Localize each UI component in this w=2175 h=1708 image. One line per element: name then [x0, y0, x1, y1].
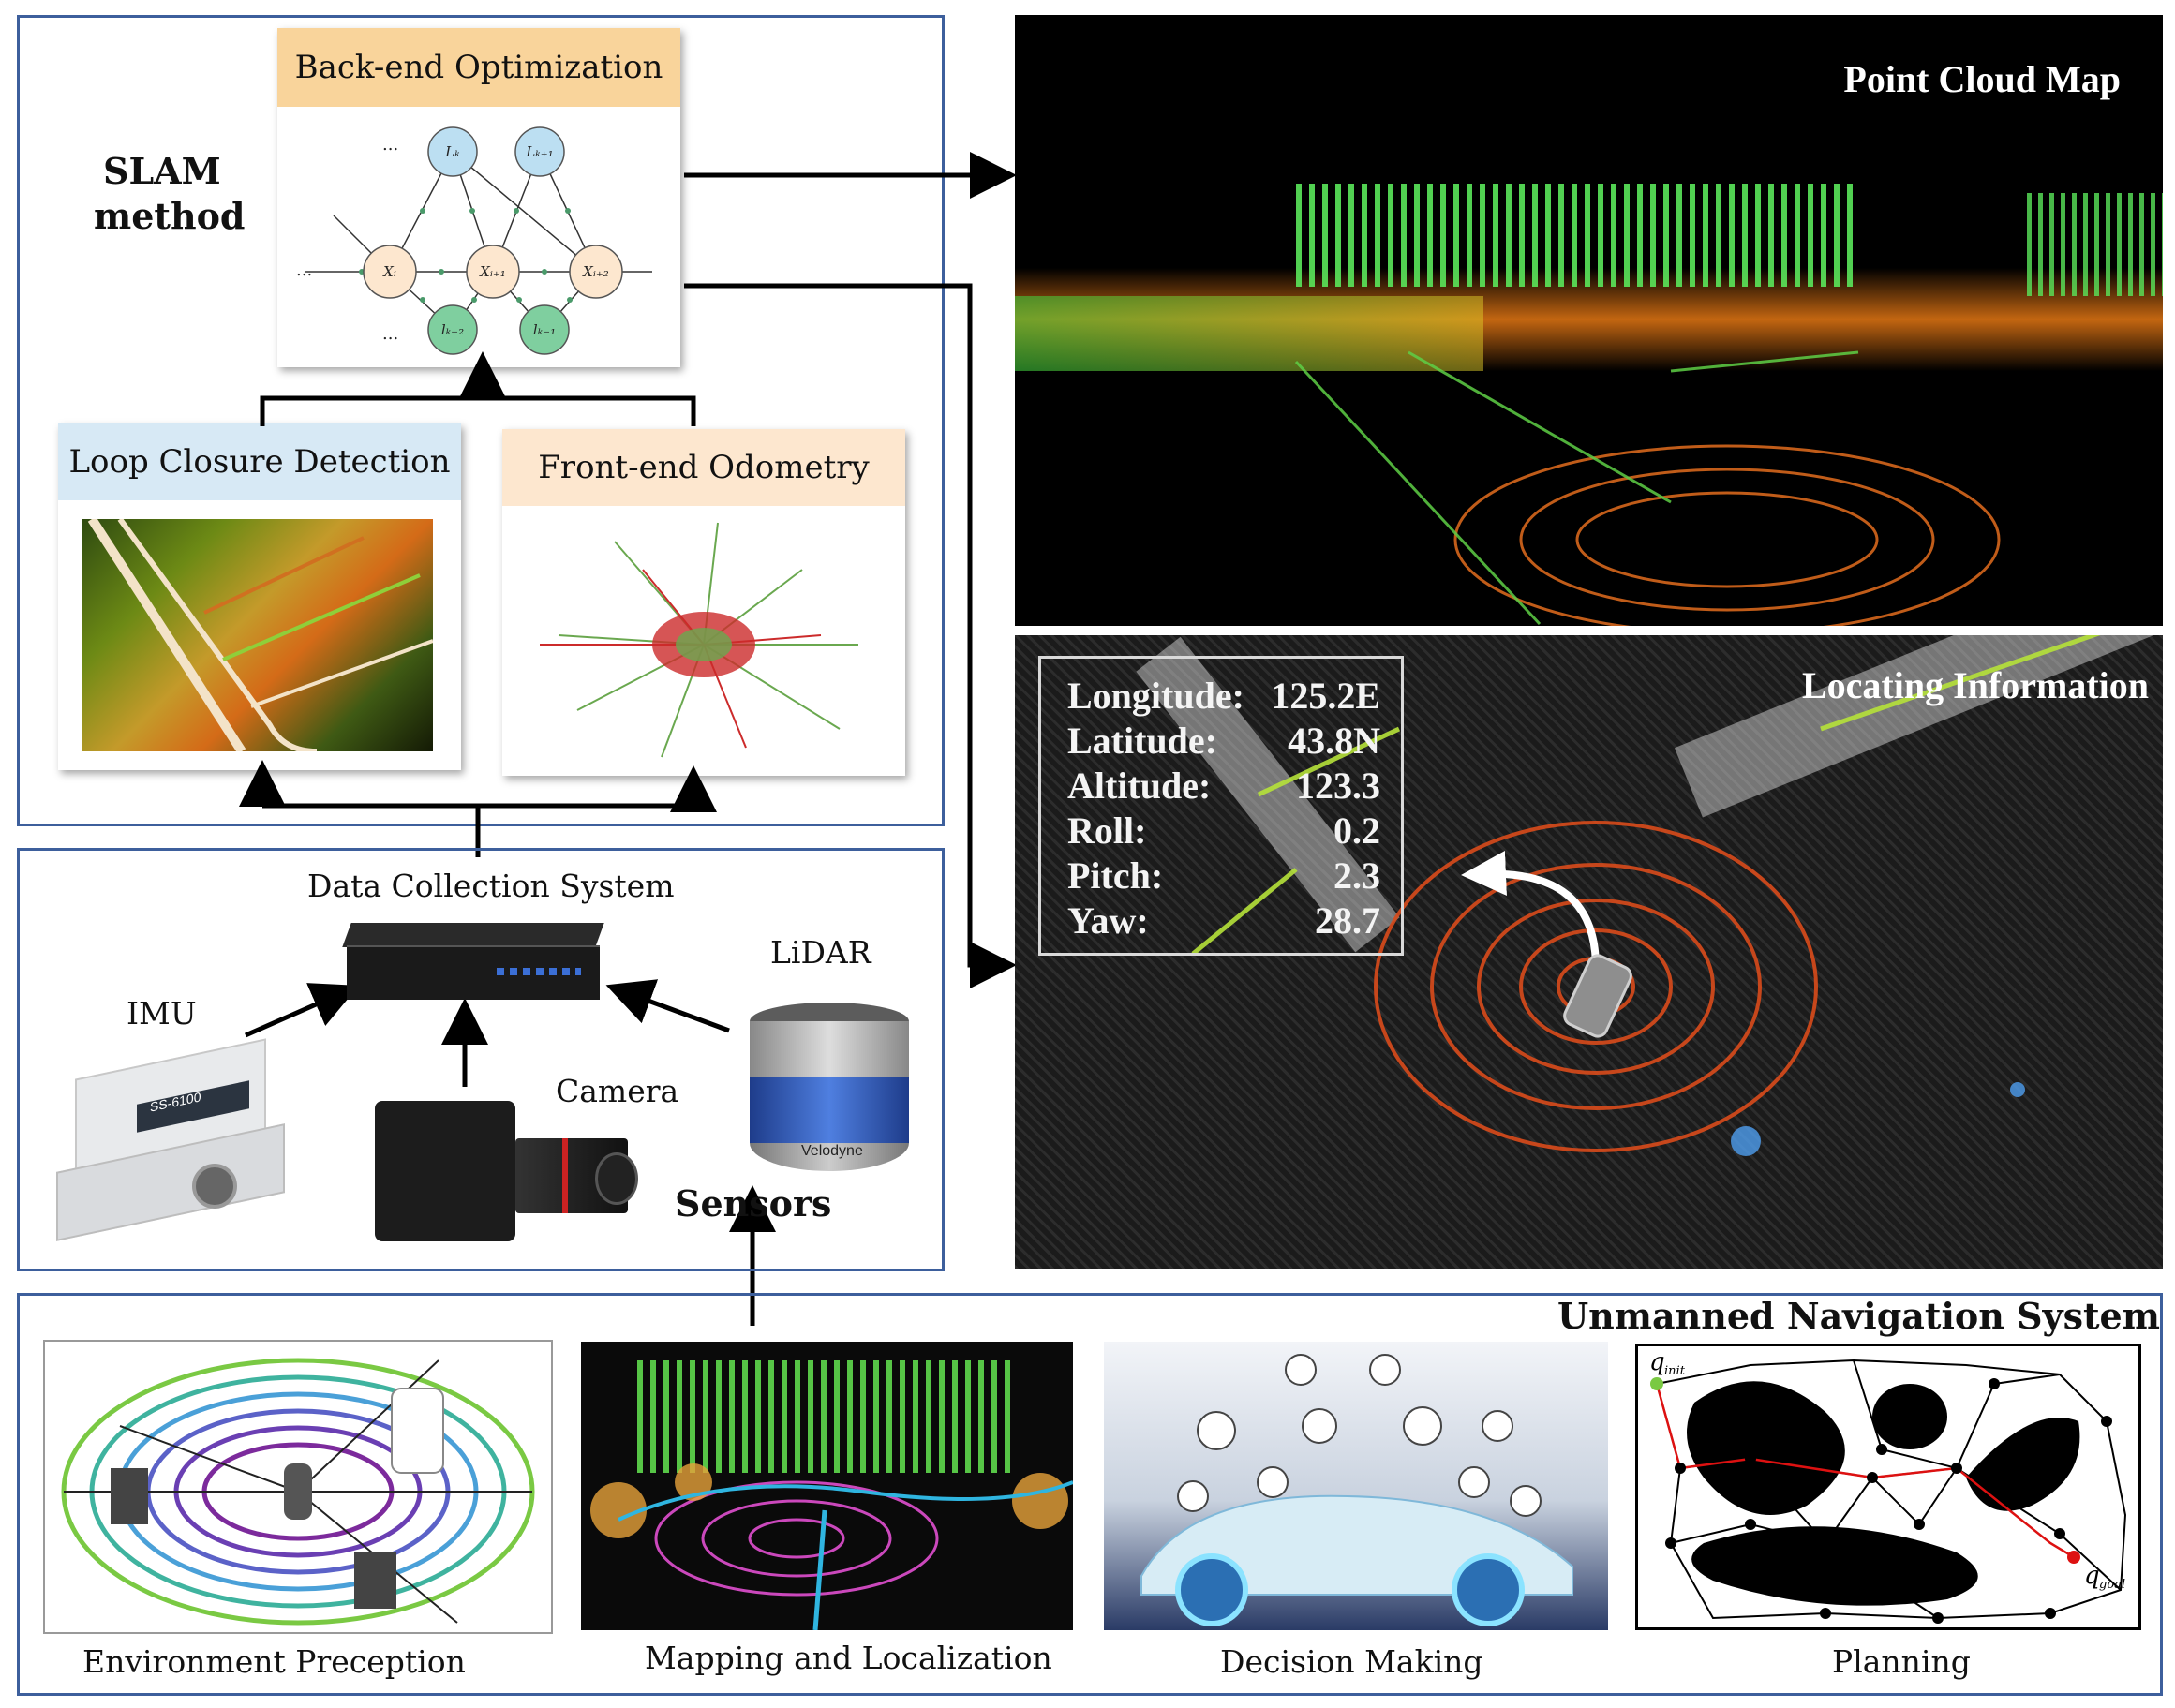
planning-goal-sub: goal: [2099, 1578, 2125, 1592]
odometry-scatter: [540, 522, 858, 758]
backend-label: Back-end Optimization: [294, 49, 663, 86]
readout-row: Latitude: 43.8N: [1067, 719, 1380, 764]
readout-row: Pitch: 2.3: [1067, 854, 1380, 899]
graph-dots-left: ...: [296, 260, 312, 280]
planning-start-label: q: [1649, 1348, 1665, 1376]
loop-card: Loop Closure Detection: [58, 423, 461, 770]
point-cloud-title: Point Cloud Map: [1843, 58, 2121, 100]
lidar-brand: Velodyne: [801, 1143, 863, 1159]
readout-label: Roll:: [1067, 809, 1147, 852]
loop-closure-image: [82, 519, 433, 751]
graph-node-lk1: Lₖ₊₁: [525, 143, 553, 160]
backend-header: Back-end Optimization: [277, 28, 680, 107]
graph-node-lk-1: lₖ₋₁: [533, 321, 556, 338]
navigation-title: Unmanned Navigation System: [1557, 1295, 2160, 1337]
planning-label: Planning: [1832, 1643, 1971, 1680]
backend-card: Back-end Optimization: [277, 28, 680, 367]
frontend-label: Front-end Odometry: [538, 449, 870, 486]
locating-readout-box: Longitude: 125.2E Latitude: 43.8N Altitude…: [1038, 656, 1404, 956]
data-collection-device: [342, 923, 604, 1000]
readout-label: Yaw:: [1067, 899, 1149, 942]
readout-label: Pitch:: [1067, 854, 1164, 897]
readout-value: 0.2: [1333, 809, 1380, 852]
readout-value: 43.8N: [1288, 720, 1380, 762]
slam-title-line1: SLAM: [103, 150, 221, 192]
point-cloud-map: Point Cloud Map: [1015, 15, 2163, 626]
readout-value: 28.7: [1315, 899, 1380, 942]
data-collection-title: Data Collection System: [307, 868, 675, 904]
slam-title-line2: method: [94, 195, 246, 237]
decision-label: Decision Making: [1220, 1643, 1483, 1680]
navigation-panel: [17, 1293, 2163, 1696]
readout-label: Altitude:: [1067, 765, 1212, 807]
mapping-label: Mapping and Localization: [645, 1640, 1052, 1676]
graph-node-xi1: Xᵢ₊₁: [479, 263, 506, 280]
readout-row: Altitude: 123.3: [1067, 764, 1380, 809]
decision-image: [1104, 1342, 1608, 1630]
readout-value: 125.2E: [1271, 675, 1380, 717]
camera-device: [375, 1101, 638, 1241]
graph-node-lk: Lₖ: [444, 143, 460, 160]
readout-row: Yaw: 28.7: [1067, 899, 1380, 943]
frontend-card: Front-end Odometry: [502, 429, 905, 776]
readout-value: 2.3: [1333, 854, 1380, 897]
planning-start-sub: init: [1664, 1364, 1686, 1378]
imu-device: SS-6100: [56, 1038, 285, 1241]
imu-label: IMU: [127, 995, 197, 1032]
environment-image: [43, 1340, 553, 1634]
data-collection-panel: [17, 848, 945, 1271]
environment-label: Environment Preception: [82, 1643, 466, 1680]
loop-header: Loop Closure Detection: [58, 423, 461, 500]
lidar-label: LiDAR: [770, 934, 871, 971]
loop-label: Loop Closure Detection: [68, 443, 451, 481]
graph-dots-top: ...: [382, 135, 398, 155]
mapping-image: [581, 1342, 1073, 1630]
graph-node-xi2: Xᵢ₊₂: [582, 263, 609, 280]
locating-map: Locating Information Longitude: 125.2E La…: [1015, 635, 2163, 1269]
locating-title: Locating Information: [1802, 664, 2149, 706]
readout-label: Latitude:: [1067, 720, 1217, 762]
sensors-title: Sensors: [675, 1182, 832, 1225]
camera-label: Camera: [556, 1073, 679, 1109]
planning-image: q init q goal: [1635, 1344, 2141, 1630]
planning-goal-label: q: [2084, 1562, 2100, 1590]
frontend-header: Front-end Odometry: [502, 429, 905, 506]
readout-row: Roll: 0.2: [1067, 809, 1380, 854]
graph-node-lk-2: lₖ₋₂: [441, 321, 464, 338]
graph-dots-bottom: ...: [382, 324, 398, 344]
lidar-device: Velodyne: [750, 1003, 909, 1181]
factor-graph: Lₖ Lₖ₊₁ Xᵢ Xᵢ₊₁ Xᵢ₊₂ lₖ₋₂ lₖ₋₁ ... ... .…: [296, 126, 652, 355]
readout-row: Longitude: 125.2E: [1067, 674, 1380, 719]
graph-node-xi: Xᵢ: [382, 263, 396, 280]
readout-label: Longitude:: [1067, 675, 1244, 717]
readout-value: 123.3: [1296, 765, 1380, 807]
